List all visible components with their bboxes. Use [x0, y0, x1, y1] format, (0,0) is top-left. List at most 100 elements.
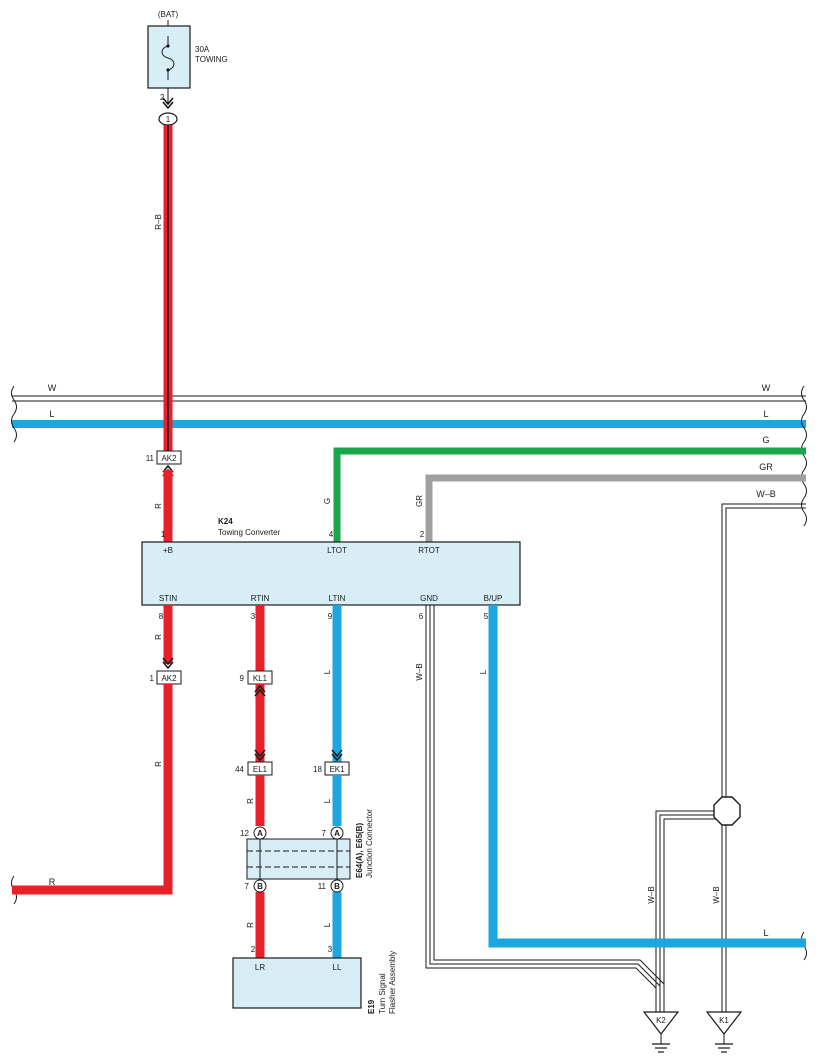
ak2-top-connector [156, 450, 182, 465]
junction-pin-a-icon [330, 826, 344, 840]
converter-bottom-pin-num: 9 [328, 612, 333, 621]
ak2-top-pin: 11 [146, 454, 155, 463]
junction-pin-b-icon [253, 879, 267, 893]
ek1-label: EK1 [329, 765, 345, 774]
fuse-source-label: (BAT) [158, 10, 179, 19]
ak2-bottom-pin: 1 [150, 674, 155, 683]
junction-pin-num: 12 [240, 829, 249, 838]
wb-bus-label: W–B [756, 489, 776, 499]
l-wire-ltin-low-label: L [323, 798, 332, 803]
flasher-pin-label: LR [255, 963, 265, 972]
converter-bottom-pin-label: LTIN [329, 594, 346, 603]
ground-k1: K1 [705, 1011, 743, 1053]
flasher-pin-label: LL [333, 963, 342, 972]
converter-bottom-pin-label: RTIN [251, 594, 270, 603]
chevron-down-icon [162, 657, 174, 670]
wb-wire-k1 [721, 503, 806, 1012]
w-bus-right-label: W [762, 383, 771, 393]
ek1-pin: 18 [313, 765, 322, 774]
converter-bottom-pin-num: 3 [251, 612, 256, 621]
l-bus-right-label: L [763, 409, 768, 419]
flasher-name-line2: Flasher Assembly [388, 951, 397, 1014]
ground-label: K1 [719, 1016, 729, 1025]
converter-top-pin-label: +B [163, 546, 173, 555]
junction-code: E64(A), E65(B) [355, 823, 364, 878]
wb-gnd-label: W–B [415, 663, 424, 680]
r-wire-stin-label: R [154, 634, 163, 640]
wb-wire-gnd [425, 605, 665, 1012]
el1-label: EL1 [253, 765, 268, 774]
r-wire-rtin-low-label: R [246, 798, 255, 804]
ak2-top-label: AK2 [161, 454, 177, 463]
junction-pin-num: 7 [322, 829, 327, 838]
ground-triangle-icon [705, 1011, 743, 1035]
junction-pin-letter: B [257, 882, 263, 891]
converter-bottom-pin-num: 8 [159, 612, 164, 621]
g-bus-label: G [762, 435, 769, 445]
fuse-terminal-icon [166, 44, 170, 48]
l-wire-bup [488, 605, 806, 948]
fuse-box [147, 25, 191, 89]
kl1-label: KL1 [253, 674, 268, 683]
converter-box [141, 541, 521, 606]
gr-wire [425, 474, 806, 542]
splice-point-icon [713, 796, 741, 826]
w-bus-left-label: W [48, 383, 57, 393]
el1-pin: 44 [235, 765, 244, 774]
junction-pin-letter: B [334, 882, 340, 891]
converter-bottom-pin-label: STIN [159, 594, 177, 603]
converter-top-pin-num: 2 [420, 530, 425, 539]
l-bus-left-label: L [49, 409, 54, 419]
flasher-name-line1: Turn Signal [378, 973, 387, 1014]
fuse-pin: 2 [160, 93, 165, 102]
junction-internal-lines [247, 839, 350, 879]
junction-pin-num: 11 [318, 882, 327, 891]
rb-wire-label: R–B [154, 214, 163, 230]
l-right-exit-label: L [763, 928, 768, 938]
wb-k1-label: W–B [712, 886, 721, 903]
chevron-down-icon [331, 749, 343, 762]
converter-top-pin-num: 1 [161, 530, 166, 539]
converter-code: K24 [218, 517, 233, 526]
converter-top-pin-label: RTOT [418, 546, 440, 555]
junction-pin-letter: A [257, 829, 263, 838]
l-wire-ltin-label: L [323, 669, 332, 674]
converter-bottom-pin-label: GND [420, 594, 438, 603]
fuse-name: TOWING [195, 55, 228, 64]
gr-wire-label: GR [415, 495, 424, 507]
w-bus-line [12, 395, 806, 402]
converter-bottom-pin-num: 6 [419, 612, 424, 621]
converter-top-pin-label: LTOT [327, 546, 347, 555]
junction-pin-a-icon [253, 826, 267, 840]
ground-label: K2 [656, 1016, 666, 1025]
kl1-pin: 9 [240, 674, 245, 683]
l-bup-label: L [479, 669, 488, 674]
converter-name: Towing Converter [218, 528, 281, 537]
chevron-down-icon [162, 97, 174, 110]
junction-pin-b-icon [330, 879, 344, 893]
flasher-box [232, 957, 362, 1009]
junction-name: Junction Connector [365, 809, 374, 878]
flasher-pin-num: 2 [251, 945, 256, 954]
r-wire-stin-low [12, 684, 173, 895]
r-wire-top-label: R [154, 503, 163, 509]
wb-k2-label: W–B [647, 886, 656, 903]
ground-k2: K2 [642, 1011, 680, 1053]
converter-bottom-pin-num: 5 [484, 612, 489, 621]
r-wire-rtin-bottom-label: R [246, 922, 255, 928]
flasher-code: E19 [367, 999, 376, 1014]
flasher-pin-num: 3 [328, 945, 333, 954]
junction-box [246, 838, 351, 880]
ak2-bottom-label: AK2 [161, 674, 177, 683]
fuse-connector-pin: 1 [166, 115, 171, 124]
r-wire-stin-low-label: R [154, 761, 163, 767]
junction-pin-letter: A [334, 829, 340, 838]
gr-bus-label: GR [759, 462, 773, 472]
fuse-icon [161, 36, 175, 80]
converter-top-pin-num: 4 [329, 530, 334, 539]
l-wire-ltin-bottom-label: L [323, 922, 332, 927]
converter-bottom-pin-label: B/UP [484, 594, 503, 603]
wb-wire-k2 [655, 810, 716, 1000]
chevron-up-icon [254, 684, 266, 697]
